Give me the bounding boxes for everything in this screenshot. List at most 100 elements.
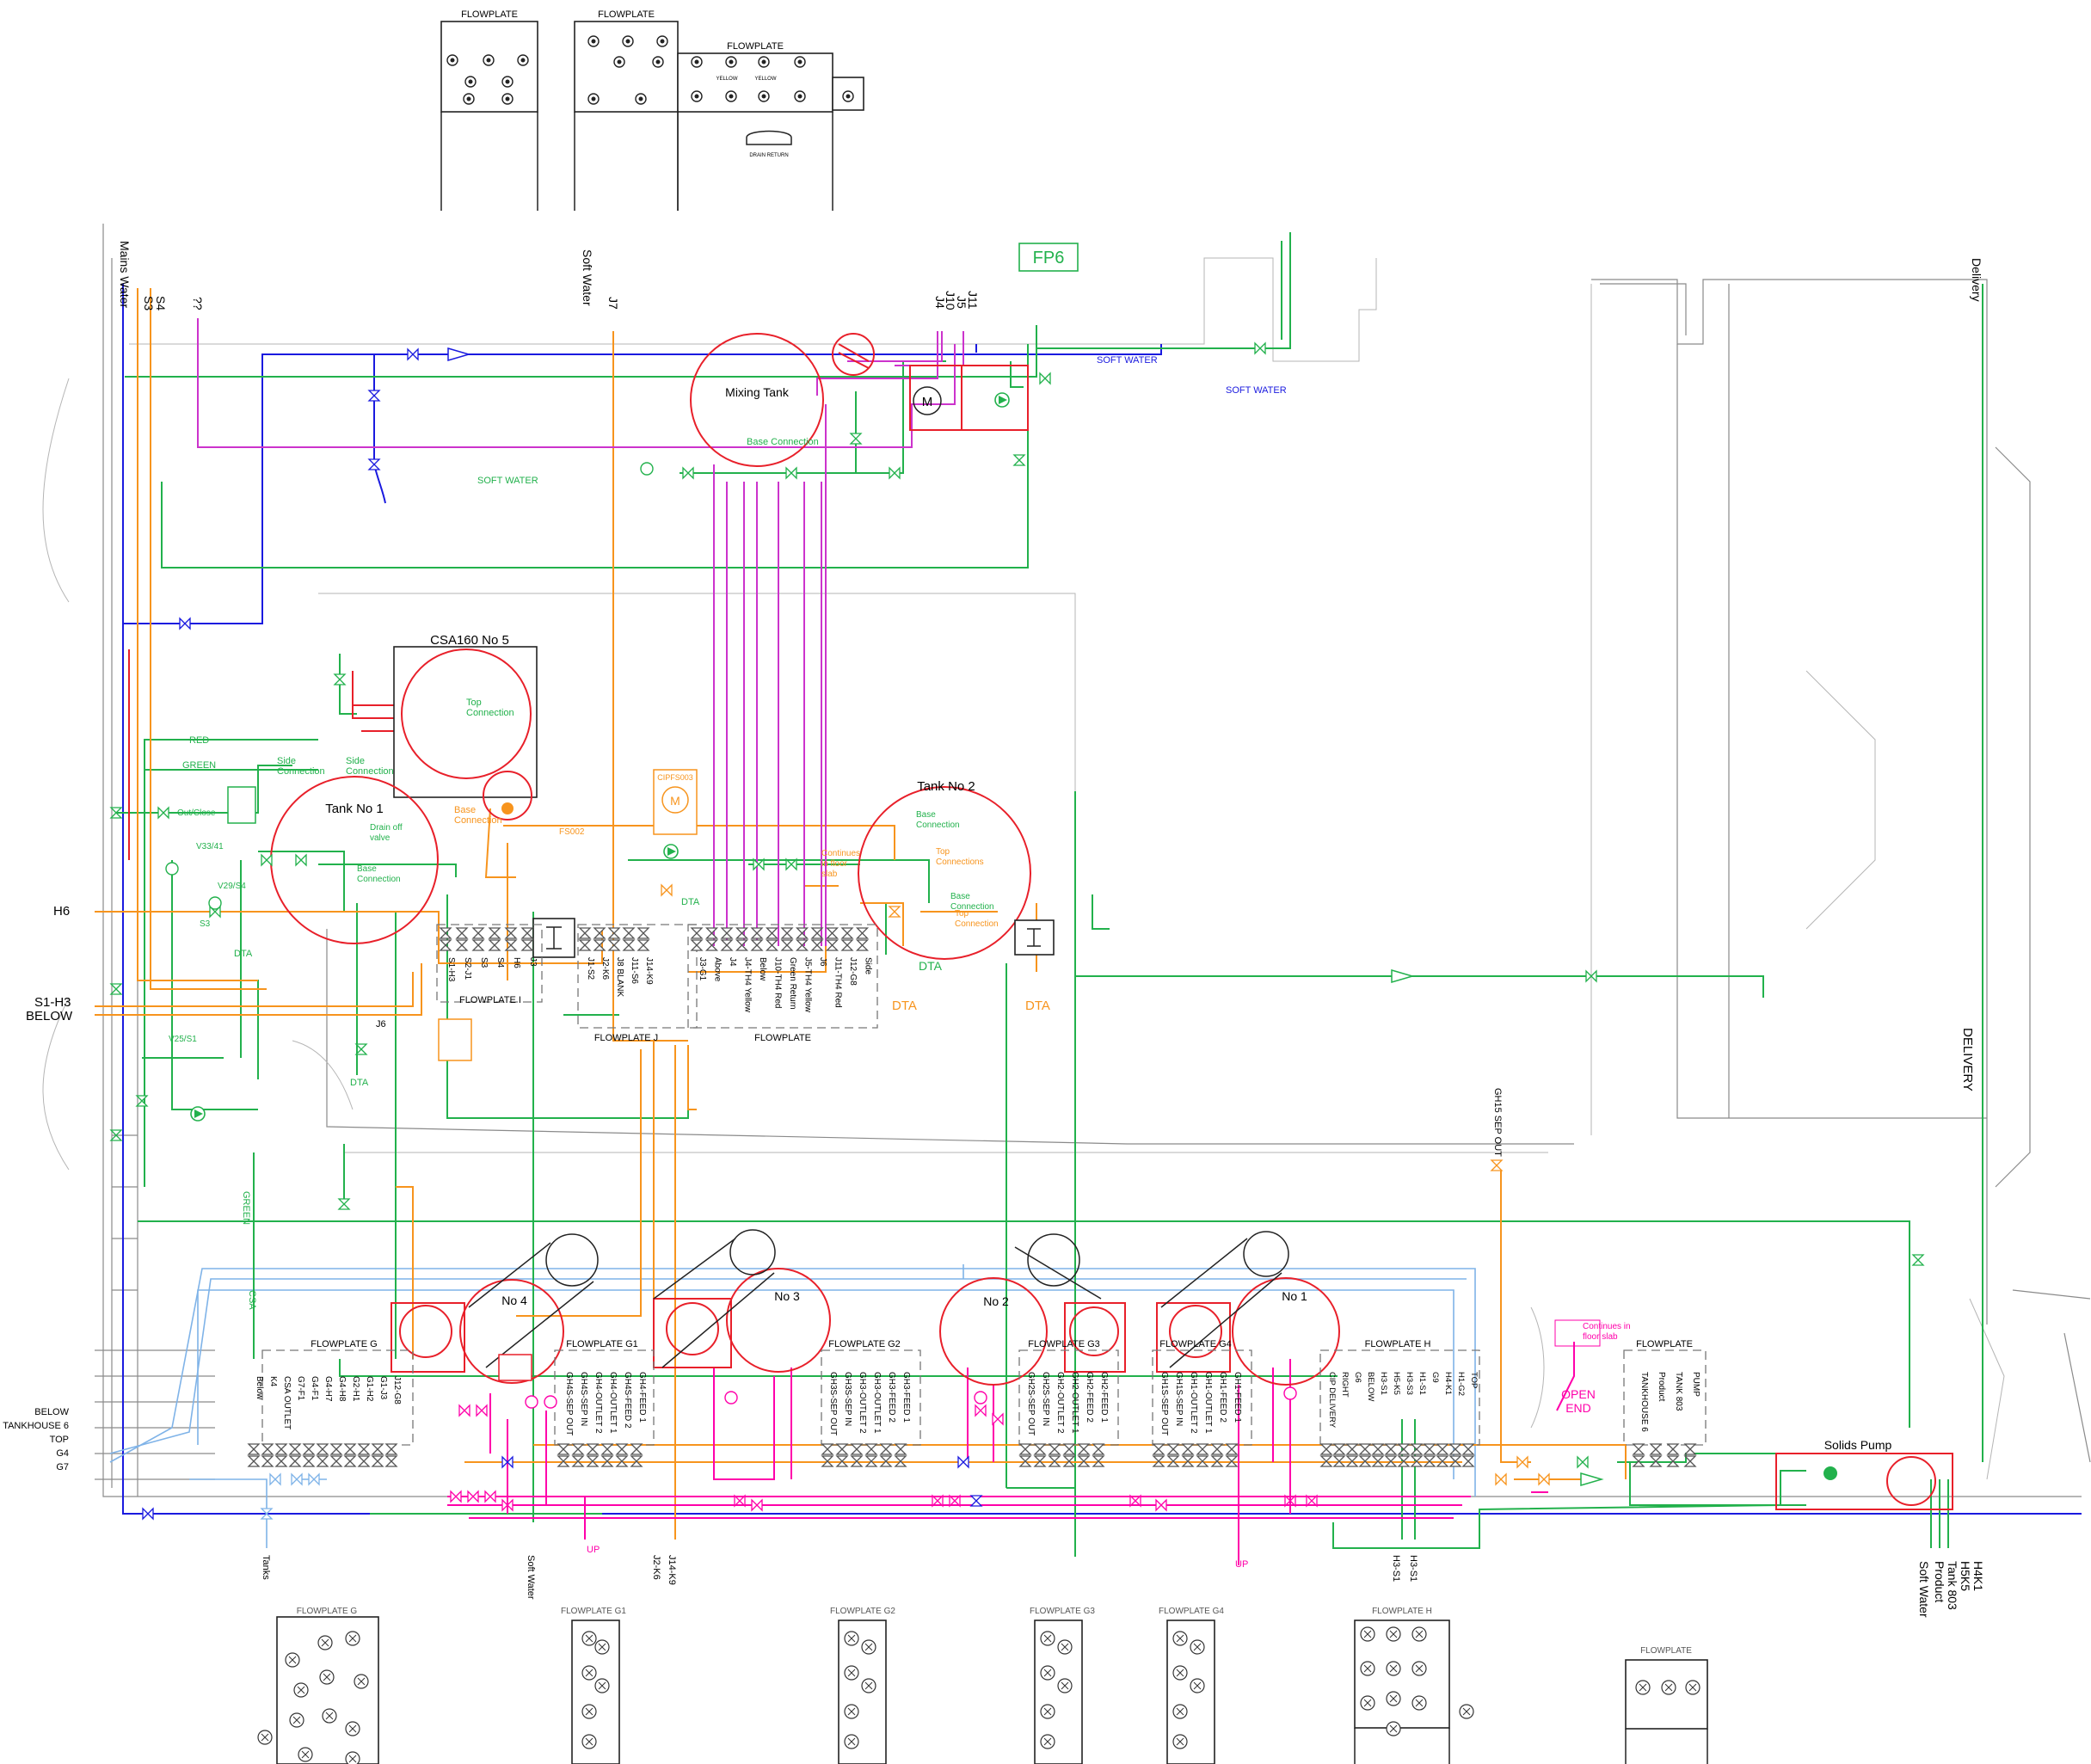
mixer-no-3: No 3 bbox=[653, 1229, 831, 1373]
fp-g4-ports-port-label: GH1-FEED 2 bbox=[1218, 1372, 1227, 1423]
bottom-plate-h-title: FLOWPLATE H bbox=[1372, 1607, 1432, 1616]
fp-main-ports-port-label: J4 bbox=[728, 957, 737, 967]
fp-j-ports-port-label: J2-K6 bbox=[600, 957, 610, 980]
top-flowplate-2-title: FLOWPLATE bbox=[598, 9, 655, 20]
bottom-plate-tk-title: FLOWPLATE bbox=[1640, 1646, 1692, 1656]
yellow-label-b: YELLOW bbox=[754, 77, 776, 82]
fp-j-ports-port-label: J11-S6 bbox=[630, 957, 639, 984]
j10-label: J10 bbox=[944, 291, 957, 310]
fp-g1-ports-port-label: GH4-OUTLET 1 bbox=[608, 1372, 618, 1434]
fp-main-ports-port-label: J12-G8 bbox=[848, 957, 858, 986]
mixer-no3-label: No 3 bbox=[774, 1289, 800, 1303]
csa-tank-label: CSA160 No 5 bbox=[430, 633, 509, 648]
mixer-no-4: No 4 bbox=[391, 1233, 599, 1384]
dta-label-1: DTA bbox=[892, 999, 917, 1013]
h6-label: H6 bbox=[53, 904, 70, 919]
flowplate-g1-title: FLOWPLATE G1 bbox=[566, 1339, 638, 1349]
up-label-2: UP bbox=[1235, 1559, 1248, 1570]
fp-main-ports-port-label: Below bbox=[758, 957, 767, 981]
delivery-inlet-label: Delivery bbox=[1970, 258, 1983, 302]
j2-k6-label: J2-K6 bbox=[651, 1555, 661, 1580]
left-list-item-1: TANKHOUSE 6 bbox=[3, 1421, 69, 1431]
tank2-label: Tank No 2 bbox=[917, 779, 975, 794]
mains-water-label: Mains Water bbox=[118, 241, 132, 308]
fp-i-ports-port-label: S4 bbox=[495, 957, 505, 968]
fp-main-ports-port-label: J6 bbox=[818, 957, 827, 967]
top-flowplate-1-title: FLOWPLATE bbox=[461, 9, 518, 20]
flowplate-g-title: FLOWPLATE G bbox=[311, 1339, 377, 1349]
mixer-no1-label: No 1 bbox=[1282, 1289, 1307, 1303]
fp-i-ports-port-label: S3 bbox=[479, 957, 489, 968]
fp-g3-ports-port-label: GH2-OUTLET 1 bbox=[1070, 1372, 1079, 1434]
green-pipe-label: GREEN bbox=[182, 760, 216, 771]
right-outlet-2: Tank 803 bbox=[1946, 1561, 1959, 1610]
fp-h-ports-port-label: TOP bbox=[1469, 1372, 1479, 1388]
fp-j-ports-port-label: J1-S2 bbox=[586, 957, 595, 980]
fs002-label: FS002 bbox=[559, 827, 585, 837]
top-flowplate-elevations: FLOWPLATE FLOWPLATE FLOWPLATE YELLOW YEL… bbox=[440, 9, 864, 211]
fp-main-ports-port-label: J11-TH4 Red bbox=[833, 957, 843, 1008]
blue-mains-pipework bbox=[122, 284, 2082, 1515]
dta-label-3: DTA bbox=[919, 959, 943, 973]
fp-j-ports-port-label: J8 BLANK bbox=[615, 957, 624, 997]
fp-g3-ports-port-label: GH2S-SEP OUT bbox=[1026, 1372, 1036, 1435]
fp6-label: FP6 bbox=[1033, 249, 1065, 267]
j7-label: J7 bbox=[606, 297, 620, 310]
bottom-plate-g4-title: FLOWPLATE G4 bbox=[1159, 1607, 1224, 1616]
pipe-labels: SOFT WATER SOFT WATER SOFT WATER RED GRE… bbox=[26, 355, 1975, 1600]
valve-symbols bbox=[109, 341, 1925, 1521]
soft-water-label-3: SOFT WATER bbox=[477, 476, 538, 486]
fp-main-ports-port-label: Side bbox=[864, 957, 873, 974]
fp-tk-ports-port-label: TANKHOUSE 6 bbox=[1639, 1372, 1649, 1432]
fp-g-ports-port-label: CSA OUTLET bbox=[282, 1376, 292, 1429]
fp-i-ports-port-label: S1-H3 bbox=[446, 957, 456, 982]
inlet-labels: Mains Water S3 S4 ?? Soft Water J7 J4 J1… bbox=[118, 241, 1983, 310]
v29-label: V29/S4 bbox=[218, 882, 246, 891]
fp-j-ports-port-label: J14-K9 bbox=[644, 957, 654, 985]
j4-label: J4 bbox=[933, 296, 947, 309]
fp-g-ports-port-label: G1-J3 bbox=[378, 1376, 388, 1400]
purple-pipework bbox=[197, 318, 964, 946]
up-label-1: UP bbox=[587, 1545, 600, 1555]
fp-g1-ports-port-label: GH4S-SEP OUT bbox=[564, 1372, 574, 1435]
bottom-plate-g1-title: FLOWPLATE G1 bbox=[561, 1607, 626, 1616]
s1-h3-label: S1-H3 bbox=[34, 995, 71, 1010]
left-tank-list: BELOW TANKHOUSE 6 TOP G4 G7 bbox=[3, 1407, 69, 1472]
right-outlet-1: H5K5 bbox=[1959, 1561, 1972, 1591]
fp-i-ports-port-label: S2-J1 bbox=[463, 957, 472, 980]
s3-label: S3 bbox=[142, 296, 156, 310]
tanks-label: Tanks bbox=[261, 1555, 271, 1580]
h3-s1-label-b: H3-S1 bbox=[1408, 1555, 1418, 1582]
fp-g3-ports-port-label: GH2-FEED 2 bbox=[1085, 1372, 1094, 1423]
flowplate-g2-title: FLOWPLATE G2 bbox=[828, 1339, 901, 1349]
flowplate-g4-title: FLOWPLATE G4 bbox=[1159, 1339, 1232, 1349]
dta-label-6: DTA bbox=[350, 1078, 369, 1088]
additions-mixing-tank: Mixing Tank Base Connection M bbox=[690, 333, 1029, 467]
fp-g2-ports-port-label: GH3-OUTLET 1 bbox=[872, 1372, 882, 1434]
mixer-no-1: No 1 bbox=[1156, 1231, 1340, 1386]
flowplate-i-title: FLOWPLATE I bbox=[459, 995, 521, 1005]
flowplate-g3-title: FLOWPLATE G3 bbox=[1028, 1339, 1100, 1349]
fp-h-ports-port-label: RIGHT bbox=[1340, 1372, 1350, 1398]
green-vertical-label: GREEN bbox=[241, 1191, 251, 1225]
fp-g2-ports-port-label: GH3S-SEP IN bbox=[843, 1372, 852, 1426]
dta-label-4: DTA bbox=[681, 897, 700, 907]
out-close-label: Out/Close bbox=[177, 808, 216, 818]
s3-tag-label: S3 bbox=[200, 919, 211, 929]
flowplate-tk-title: FLOWPLATE bbox=[1636, 1339, 1693, 1349]
fp-g4-ports-port-label: GH1-OUTLET 1 bbox=[1203, 1372, 1213, 1434]
